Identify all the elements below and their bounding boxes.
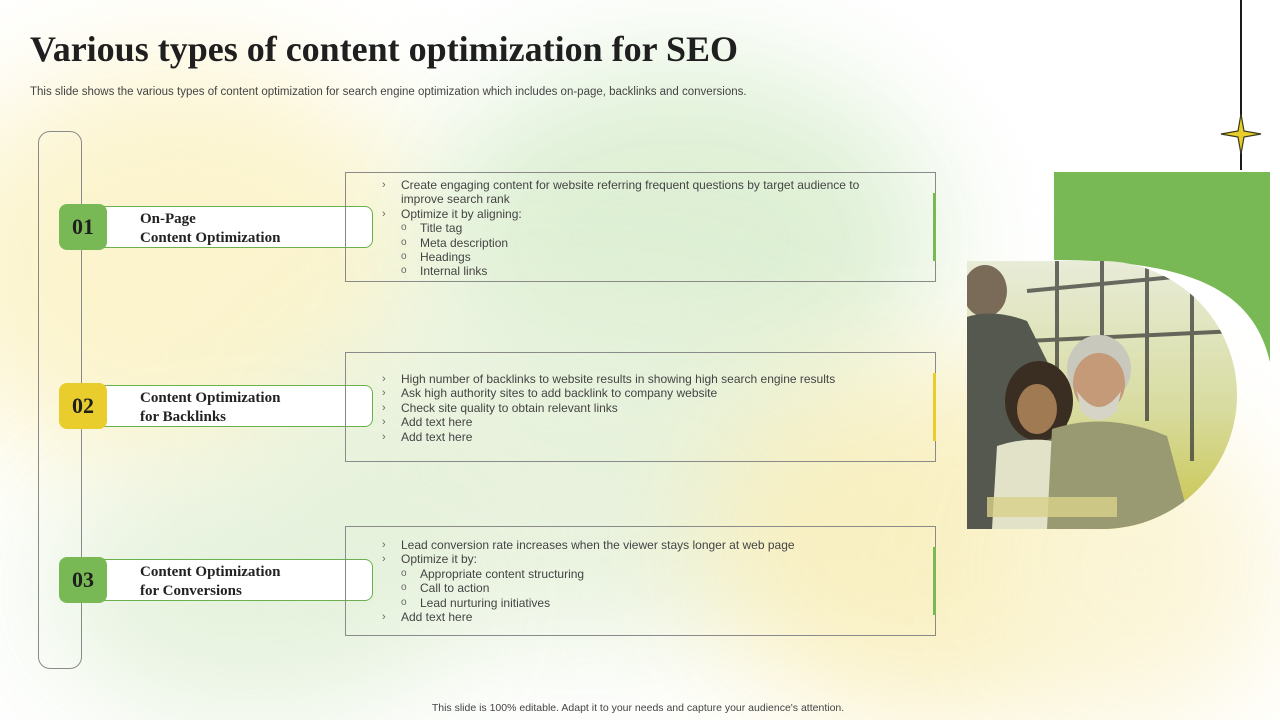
bullet-text: improve search rank: [401, 192, 510, 207]
bullet-list: › High number of backlinks to website res…: [382, 372, 835, 444]
bullet-item: › Add text here: [382, 610, 795, 624]
chevron-bullet-icon: ›: [382, 553, 386, 566]
card-accent-bar: [933, 373, 936, 441]
step-label: Content Optimization for Backlinks: [140, 389, 280, 427]
chevron-bullet-icon: ›: [382, 539, 386, 551]
step-label: Content Optimization for Conversions: [140, 563, 280, 601]
chevron-bullet-icon: ›: [382, 611, 386, 624]
step-label-line: for Conversions: [140, 583, 242, 599]
bullet-item: › Add text here: [382, 415, 835, 429]
card-accent-bar: [933, 193, 936, 261]
sub-bullet-item: o Internal links: [382, 264, 859, 278]
people-working-photo: [967, 261, 1237, 529]
content-card-2: › High number of backlinks to website res…: [345, 352, 936, 462]
step-label: On-Page Content Optimization: [140, 210, 280, 248]
bullet-text: High number of backlinks to website resu…: [401, 372, 836, 386]
step-number-badge: 01: [59, 204, 107, 250]
sub-bullet-item: o Lead nurturing initiatives: [382, 596, 795, 610]
bullet-item: › High number of backlinks to website res…: [382, 372, 835, 386]
step-number-badge: 02: [59, 383, 107, 429]
bullet-text: Headings: [420, 250, 471, 265]
card-accent-bar: [933, 547, 936, 615]
footer-note: This slide is 100% editable. Adapt it to…: [431, 702, 845, 714]
bullet-list: › Create engaging content for website ref…: [382, 178, 859, 279]
step-02: 02 Content Optimization for Backlinks: [59, 383, 374, 429]
bullet-item: › Ask high authority sites to add backlin…: [382, 386, 835, 400]
circle-bullet-icon: o: [401, 251, 407, 263]
circle-bullet-icon: o: [401, 582, 407, 594]
step-03: 03 Content Optimization for Conversions: [59, 557, 374, 603]
bullet-text: Meta description: [420, 235, 509, 250]
sub-bullet-item: o Headings: [382, 250, 859, 264]
four-point-star-icon: [1220, 113, 1262, 155]
step-label-box: On-Page Content Optimization: [103, 206, 373, 248]
hanging-line: [1240, 0, 1242, 170]
bullet-text: Optimize it by:: [401, 552, 478, 567]
chevron-bullet-icon: ›: [382, 373, 386, 385]
bullet-text: Call to action: [420, 581, 490, 596]
step-01: 01 On-Page Content Optimization: [59, 204, 374, 250]
bullet-text: Optimize it by aligning:: [401, 206, 522, 221]
circle-bullet-icon: o: [401, 596, 407, 608]
bullet-text: Title tag: [420, 221, 463, 236]
circle-bullet-icon: o: [401, 567, 407, 579]
sub-bullet-item: o Call to action: [382, 581, 795, 595]
step-label-box: Content Optimization for Conversions: [103, 559, 373, 601]
sub-bullet-item: o Meta description: [382, 236, 859, 250]
step-label-line: On-Page: [140, 211, 196, 227]
bullet-text: Add text here: [401, 429, 473, 444]
bullet-text: Check site quality to obtain relevant li…: [401, 400, 618, 415]
content-card-3: › Lead conversion rate increases when the…: [345, 526, 936, 636]
page-subtitle: This slide shows the various types of co…: [30, 86, 747, 98]
bullet-item: › Optimize it by aligning:: [382, 207, 859, 221]
step-label-line: Content Optimization: [140, 230, 281, 246]
step-label-line: Content Optimization: [140, 390, 281, 406]
green-quarter-shape: [1054, 172, 1270, 362]
circle-bullet-icon: o: [401, 265, 407, 277]
bullet-item: › Add text here: [382, 430, 835, 444]
chevron-bullet-icon: ›: [382, 401, 386, 414]
step-number-badge: 03: [59, 557, 107, 603]
chevron-bullet-icon: ›: [382, 207, 386, 220]
bullet-list: › Lead conversion rate increases when the…: [382, 538, 795, 624]
chevron-bullet-icon: ›: [382, 416, 386, 429]
chevron-bullet-icon: ›: [382, 430, 386, 443]
bullet-text: Lead conversion rate increases when the …: [401, 538, 795, 552]
bullet-item: › Optimize it by:: [382, 552, 795, 566]
bullet-text: Ask high authority sites to add backlink…: [401, 386, 718, 401]
bullet-text: Add text here: [401, 610, 473, 625]
sub-bullet-item: o Title tag: [382, 221, 859, 235]
bullet-text: Create engaging content for website refe…: [401, 178, 860, 192]
bullet-item: › Check site quality to obtain relevant l…: [382, 401, 835, 415]
bullet-text: Lead nurturing initiatives: [420, 595, 551, 610]
chevron-bullet-icon: ›: [382, 387, 386, 400]
step-label-line: for Backlinks: [140, 409, 226, 425]
bullet-text: Internal links: [420, 264, 488, 279]
step-label-box: Content Optimization for Backlinks: [103, 385, 373, 427]
bullet-item: › Lead conversion rate increases when the…: [382, 538, 795, 552]
circle-bullet-icon: o: [401, 236, 407, 248]
bullet-item: › Create engaging content for website ref…: [382, 178, 859, 192]
bullet-item-continuation: improve search rank: [382, 192, 859, 206]
circle-bullet-icon: o: [401, 222, 407, 234]
chevron-bullet-icon: ›: [382, 179, 386, 191]
sub-bullet-item: o Appropriate content structuring: [382, 567, 795, 581]
page-title: Various types of content optimization fo…: [30, 29, 739, 69]
content-card-1: › Create engaging content for website ref…: [345, 172, 936, 282]
step-label-line: Content Optimization: [140, 564, 281, 580]
bullet-text: Add text here: [401, 415, 473, 430]
bullet-text: Appropriate content structuring: [420, 566, 585, 581]
